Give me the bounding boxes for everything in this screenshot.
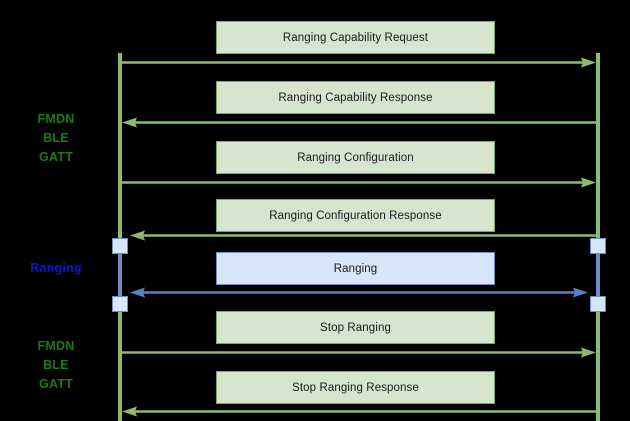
- activation-bar-left: [118, 242, 122, 308]
- activation-right-end: [590, 296, 606, 312]
- phase-label-line: FMDN: [37, 339, 75, 353]
- activation-right-start: [590, 238, 606, 254]
- message-label: Stop Ranging: [320, 321, 391, 334]
- phase-label-fmdn-ble-gatt-top: FMDN BLE GATT: [0, 110, 112, 167]
- message-label: Ranging Capability Request: [282, 31, 429, 44]
- message-box-stop-ranging: Stop Ranging: [216, 311, 495, 344]
- lifeline-right-upper: [596, 53, 600, 242]
- message-box-ranging-capability-request: Ranging Capability Request: [216, 21, 495, 54]
- message-label: Ranging Configuration: [297, 151, 414, 164]
- arrow-stop-ranging-response: [122, 406, 598, 417]
- lifeline-right-lower: [596, 308, 600, 421]
- phase-label-line: GATT: [39, 150, 73, 164]
- phase-label-line: FMDN: [37, 112, 75, 126]
- message-label: Ranging Configuration Response: [269, 209, 442, 222]
- arrow-ranging-configuration-response: [130, 230, 598, 241]
- message-box-stop-ranging-response: Stop Ranging Response: [216, 371, 495, 404]
- arrow-stop-ranging: [120, 347, 596, 358]
- message-box-ranging-configuration-response: Ranging Configuration Response: [216, 199, 495, 232]
- message-box-ranging-capability-response: Ranging Capability Response: [216, 81, 495, 114]
- phase-label-fmdn-ble-gatt-bottom: FMDN BLE GATT: [0, 337, 112, 394]
- phase-label-line: BLE: [43, 358, 69, 372]
- arrow-ranging-configuration: [120, 177, 596, 188]
- activation-left-end: [112, 296, 128, 312]
- phase-label-line: BLE: [43, 131, 69, 145]
- arrow-ranging-bidirectional: [130, 287, 588, 298]
- arrow-ranging-capability-request: [120, 57, 596, 68]
- lifeline-left-upper: [118, 53, 122, 242]
- message-label: Stop Ranging Response: [292, 381, 419, 394]
- arrow-ranging-capability-response: [122, 117, 598, 128]
- phase-label-line: GATT: [39, 377, 73, 391]
- lifeline-left-lower: [118, 308, 122, 421]
- activation-bar-right: [596, 242, 600, 308]
- message-label: Ranging Capability Response: [278, 91, 433, 104]
- activation-left-start: [112, 238, 128, 254]
- message-box-ranging-configuration: Ranging Configuration: [216, 141, 495, 174]
- message-box-ranging: Ranging: [216, 252, 495, 285]
- phase-label-ranging: Ranging: [0, 259, 112, 278]
- phase-label-line: Ranging: [30, 261, 82, 275]
- message-label: Ranging: [333, 262, 378, 275]
